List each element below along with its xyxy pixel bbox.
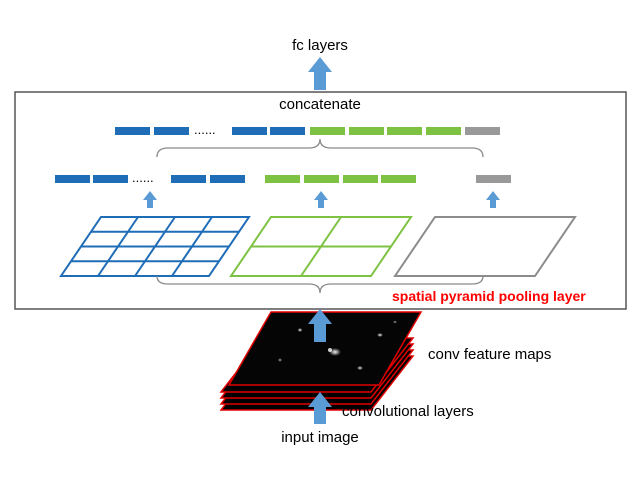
up-arrow-icon [308, 392, 332, 424]
concatenate-label: concatenate [279, 96, 361, 113]
bin-segment [387, 127, 422, 135]
pooled-vectors-row: ...... [55, 170, 511, 185]
bin-segment [232, 127, 267, 135]
bin-segment [115, 127, 150, 135]
bin-segment [304, 175, 339, 183]
bin-segment [426, 127, 461, 135]
bin-segment [465, 127, 500, 135]
bin-segment [93, 175, 128, 183]
ellipsis-mid: ...... [132, 170, 154, 185]
pyramid-grid-4x4 [59, 216, 251, 277]
bin-segment [210, 175, 245, 183]
feature-map-stack [219, 311, 423, 411]
curly-brace-icon [156, 138, 484, 158]
bin-segment [476, 175, 511, 183]
ellipsis-top: ...... [194, 122, 216, 137]
pyramid-grid-2x2 [229, 216, 413, 277]
convolutional-layers-label: convolutional layers [342, 403, 474, 420]
pyramid-grid-1x1 [393, 216, 577, 277]
up-arrow-icon [308, 309, 332, 342]
bin-segment [171, 175, 206, 183]
up-arrow-icon [143, 191, 157, 208]
bin-segment [349, 127, 384, 135]
bin-segment [154, 127, 189, 135]
bin-segment [270, 127, 305, 135]
up-arrow-icon [308, 57, 332, 90]
conv-feature-maps-label: conv feature maps [428, 346, 551, 363]
concatenated-vector: ...... [115, 122, 500, 137]
bin-segment [55, 175, 90, 183]
bin-segment [343, 175, 378, 183]
feature-map-top [227, 311, 423, 386]
up-arrow-icon [486, 191, 500, 208]
input-image-label: input image [281, 429, 359, 446]
bin-segment [265, 175, 300, 183]
curly-brace-icon [156, 275, 484, 294]
bin-segment [381, 175, 416, 183]
bin-segment [310, 127, 345, 135]
spp-layer-label: spatial pyramid pooling layer [392, 288, 586, 304]
fc-layers-label: fc layers [292, 37, 348, 54]
up-arrow-icon [314, 191, 328, 208]
